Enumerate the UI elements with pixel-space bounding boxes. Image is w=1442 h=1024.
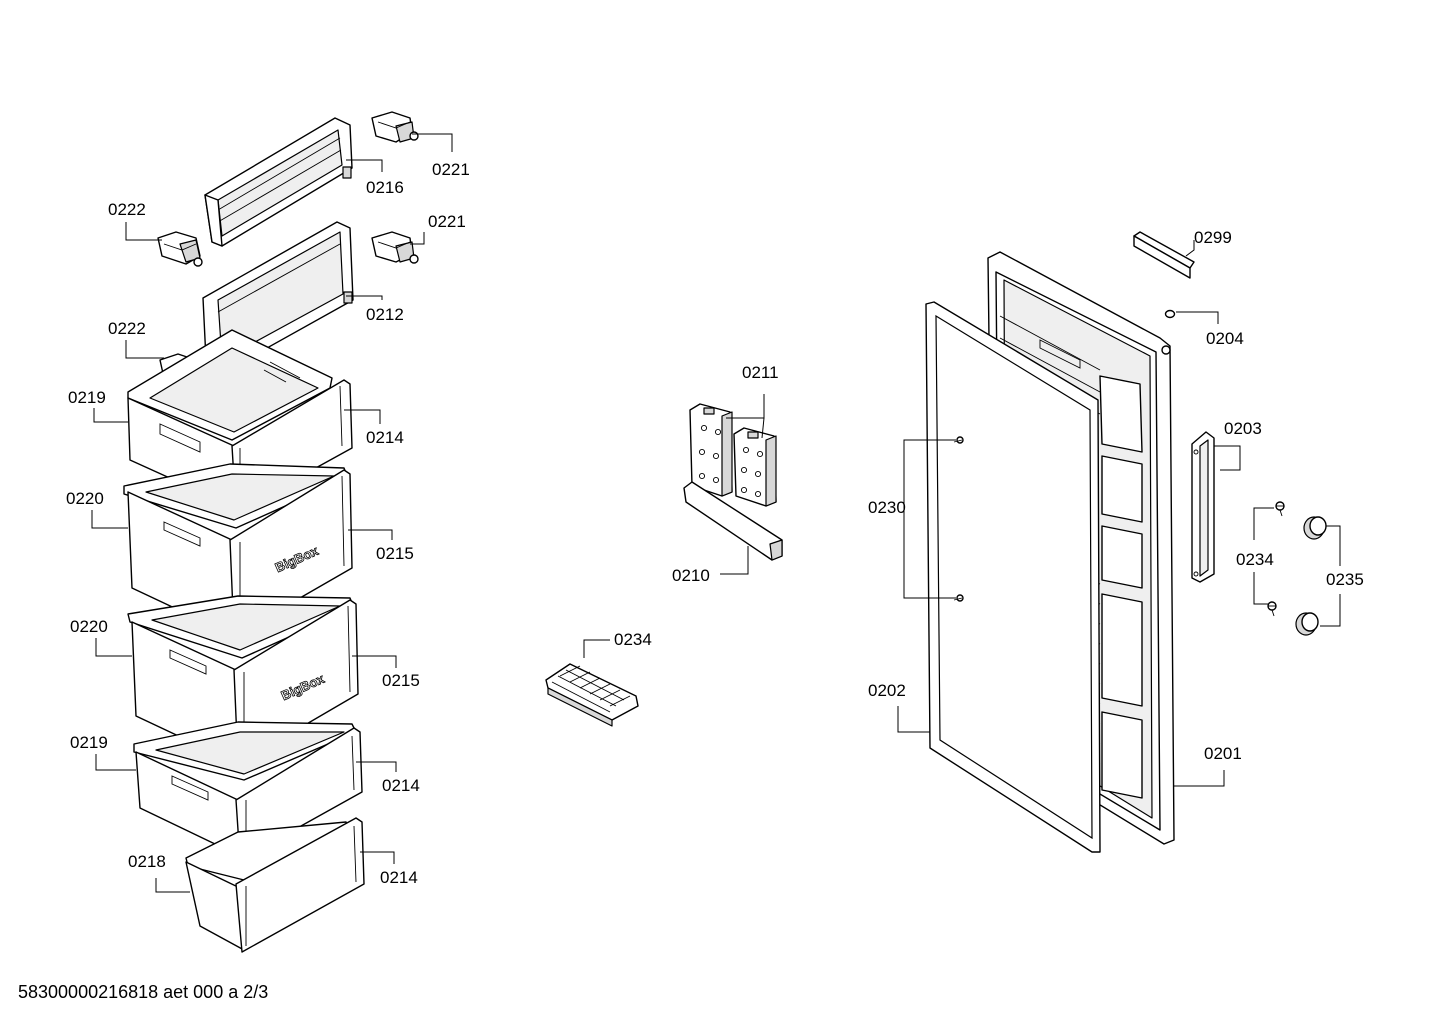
callout-0215-upper: 0215 (376, 544, 414, 563)
callout-0201: 0201 (1204, 744, 1242, 763)
callout-0221-second: 0221 (428, 212, 466, 231)
hinge-0221-top (371, 111, 419, 143)
callout-labels: 0221 0216 0222 0221 0212 0222 0219 0214 … (66, 160, 1364, 887)
drawer-0219-bottom (133, 721, 363, 861)
callout-0202: 0202 (868, 681, 906, 700)
hinge-0221-second (371, 231, 419, 264)
callout-0219-top: 0219 (68, 388, 106, 407)
screw-0230-upper (953, 436, 964, 444)
callout-0234-tray: 0234 (614, 630, 652, 649)
leader-lines (91, 133, 1341, 893)
cold-pack-0211-right (733, 427, 777, 507)
callout-0222-top: 0222 (108, 200, 146, 219)
ice-tray-0234 (545, 663, 639, 727)
callout-0214-bottom: 0214 (382, 776, 420, 795)
flap-0216 (204, 117, 353, 247)
callout-0203: 0203 (1224, 419, 1262, 438)
callout-0214-top: 0214 (366, 428, 404, 447)
callout-0219-bottom: 0219 (70, 733, 108, 752)
callout-0222-second: 0222 (108, 319, 146, 338)
cap-0204 (1164, 309, 1176, 319)
cap-0235-upper (1303, 516, 1327, 540)
callout-0214-smallest: 0214 (380, 868, 418, 887)
callout-0215-lower: 0215 (382, 671, 420, 690)
callout-0210: 0210 (672, 566, 710, 585)
drawer-0218 (185, 817, 365, 953)
callout-0211: 0211 (742, 363, 779, 382)
callout-0234-screws: 0234 (1236, 550, 1274, 569)
callout-0230: 0230 (868, 498, 906, 517)
callout-0235: 0235 (1326, 570, 1364, 589)
door-seal-0202 (925, 301, 1101, 853)
callout-0212: 0212 (366, 305, 404, 324)
strip-0210 (683, 481, 783, 561)
callout-0218: 0218 (128, 852, 166, 871)
label-0299 (1133, 231, 1195, 279)
screw-0234-lower (1267, 601, 1277, 617)
document-id: 58300000216818 aet 000 a 2/3 (18, 982, 269, 1002)
drawer-0220-upper: BigBox (123, 463, 353, 637)
callout-0299: 0299 (1194, 228, 1232, 247)
screw-0234-upper (1275, 501, 1285, 517)
screw-0230-lower (953, 594, 964, 602)
callout-0204: 0204 (1206, 329, 1244, 348)
callout-0221-top: 0221 (432, 160, 470, 179)
cap-0235-lower (1295, 612, 1319, 636)
callout-0220-upper: 0220 (66, 489, 104, 508)
handle-0203 (1191, 431, 1215, 583)
cold-pack-0211-left (689, 403, 733, 497)
callout-0220-lower: 0220 (70, 617, 108, 636)
hinge-0222-top (157, 231, 203, 267)
callout-0216: 0216 (366, 178, 404, 197)
